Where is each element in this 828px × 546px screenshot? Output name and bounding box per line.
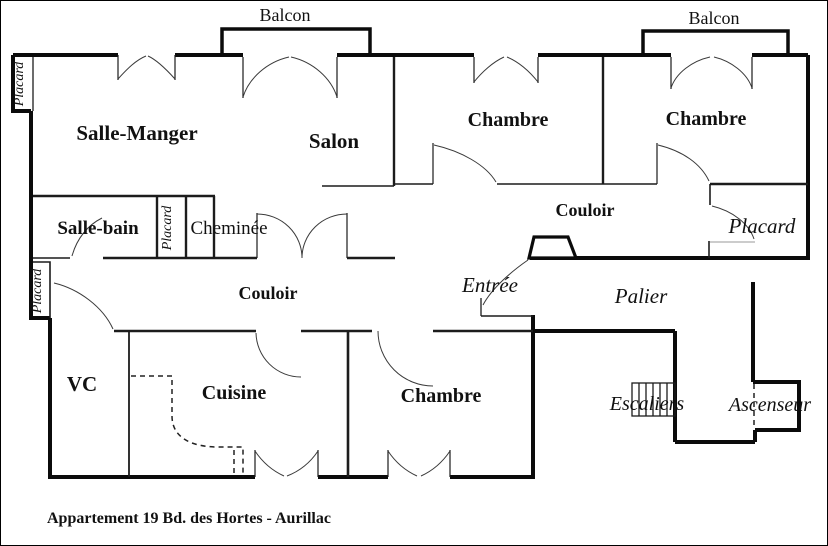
plan-caption: Appartement 19 Bd. des Hortes - Aurillac — [47, 510, 331, 527]
label-chambre-top-1: Chambre — [468, 109, 549, 131]
thin-partitions — [32, 57, 711, 318]
label-balcon-left: Balcon — [260, 5, 311, 25]
entrance-door-threshold — [526, 235, 579, 260]
label-balcon-right: Balcon — [689, 8, 740, 28]
door-window-posts — [117, 55, 753, 477]
label-vc: VC — [67, 372, 97, 396]
label-ascenseur: Ascenseur — [727, 394, 811, 416]
label-palier: Palier — [614, 284, 668, 308]
labels: Balcon Balcon Placard Salle-Manger Salon… — [12, 5, 811, 527]
label-escaliers: Escaliers — [609, 393, 685, 415]
label-placard-right: Placard — [728, 214, 796, 238]
label-cuisine: Cuisine — [202, 382, 267, 404]
label-placard-middle: Placard — [160, 205, 175, 252]
label-placard-top-left: Placard — [12, 61, 27, 108]
stairs — [631, 382, 676, 417]
label-placard-left: Placard — [30, 268, 45, 315]
label-salle-manger: Salle-Manger — [76, 121, 197, 145]
label-couloir-upper: Couloir — [555, 200, 614, 220]
label-entree: Entrée — [461, 273, 518, 297]
label-chambre-bottom: Chambre — [401, 385, 482, 407]
balcony-left-outline — [220, 27, 372, 55]
label-cheminee: Cheminée — [190, 218, 267, 239]
balcony-right-outline — [641, 29, 790, 57]
balconies — [220, 27, 790, 57]
label-chambre-top-2: Chambre — [666, 108, 747, 130]
door-arcs — [53, 55, 755, 477]
label-salle-bain: Salle-bain — [57, 218, 139, 239]
label-couloir-lower: Couloir — [238, 283, 297, 303]
interior-walls — [33, 57, 808, 477]
kitchen-counter-dashed — [131, 375, 244, 477]
label-salon: Salon — [309, 129, 360, 153]
dashed-lines — [131, 375, 755, 477]
